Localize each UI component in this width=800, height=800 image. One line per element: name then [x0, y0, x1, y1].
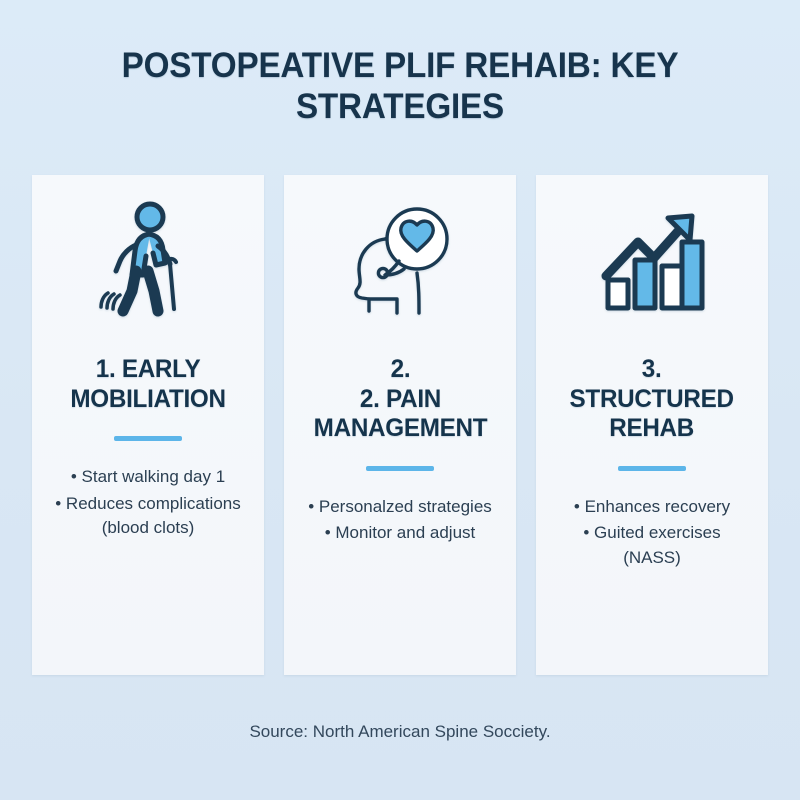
card-heading: 2. 2. PAIN MANAGEMENT	[313, 355, 487, 442]
list-item: • Guited exercises (NASS)	[583, 523, 721, 567]
card-heading: 3. STRUCTURED REHAB	[569, 355, 735, 442]
list-item: • Monitor and adjust	[324, 523, 476, 543]
card-bullet-list: • Personalzed strategies • Monitor and a…	[284, 495, 516, 548]
strategy-cards-row: 1. EARLY MOBILIATION • Start walking day…	[32, 175, 768, 675]
walking-person-with-cane-icon	[32, 175, 264, 335]
list-item: • Reduces complications (blood clots)	[55, 493, 241, 538]
strategy-card-pain-management[interactable]: 2. 2. PAIN MANAGEMENT • Personalzed stra…	[284, 175, 516, 675]
list-item: • Enhances recovery	[573, 496, 731, 516]
growth-bar-chart-arrow-icon	[536, 175, 768, 335]
source-caption: Source: North American Spine Socciety.	[249, 722, 551, 741]
head-with-heart-thought-bubble-icon	[284, 175, 516, 335]
accent-divider	[114, 436, 182, 441]
card-bullet-list: • Start walking day 1 • Reduces complica…	[32, 465, 264, 543]
strategy-card-early-mobilization[interactable]: 1. EARLY MOBILIATION • Start walking day…	[32, 175, 264, 675]
accent-divider	[618, 465, 686, 471]
list-item: • Start walking day 1	[70, 467, 226, 486]
page-title: POSTOPEATIVE PLIF REHAIB: KEY STRATEGIES	[121, 46, 679, 126]
card-heading: 1. EARLY MOBILIATION	[70, 355, 226, 413]
card-bullet-list: • Enhances recovery • Guited exercises (…	[536, 495, 768, 573]
strategy-card-structured-rehab[interactable]: 3. STRUCTURED REHAB • Enhances recovery …	[536, 175, 768, 675]
list-item: • Personalzed strategies	[308, 496, 492, 516]
accent-divider	[366, 465, 434, 471]
